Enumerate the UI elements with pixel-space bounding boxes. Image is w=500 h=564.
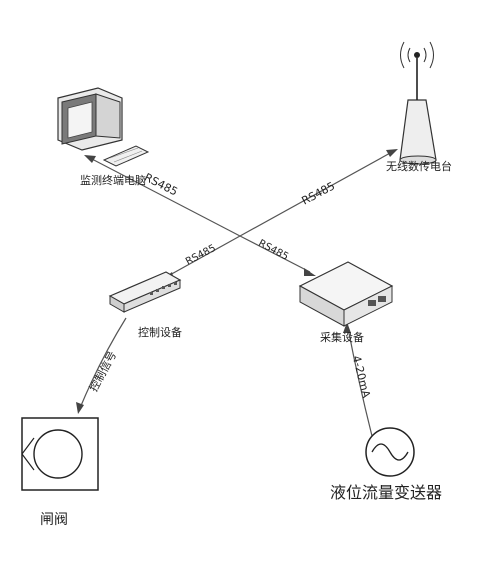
line-to-control [167, 235, 241, 277]
arrow-acquisition [304, 268, 316, 276]
computer-icon [57, 87, 150, 167]
gate-valve-label: 闸阀 [40, 512, 68, 528]
radio-label: 无线数传电台 [386, 159, 452, 173]
link-label-control-to-valve: 控制信号 [86, 348, 119, 393]
transmitter-label: 液位流量变送器 [330, 483, 442, 502]
arrow-valve [76, 402, 84, 414]
link-label-control: RS485 [184, 243, 218, 268]
line-control-to-valve [79, 317, 127, 409]
control-device-icon [108, 271, 182, 313]
control-device-label: 控制设备 [138, 325, 182, 339]
link-label-transmitter: 4-20mA [350, 354, 373, 400]
link-label-radio: RS485 [300, 179, 338, 207]
link-label-acquisition: RS485 [256, 238, 290, 263]
gate-valve-icon [21, 417, 99, 491]
computer-label: 监测终端电脑 [80, 173, 146, 187]
connection-lines [79, 151, 393, 437]
line-to-radio [239, 151, 393, 237]
line-transmitter-to-acq [347, 327, 373, 437]
arrow-radio [386, 149, 398, 157]
acquisition-device-label: 采集设备 [320, 330, 364, 344]
transmitter-icon [365, 427, 415, 477]
acquisition-device-icon [298, 261, 394, 327]
radio-antenna-icon [399, 41, 437, 165]
line-to-pc [89, 157, 241, 237]
line-to-acquisition [239, 235, 311, 273]
arrow-acq-bottom [343, 322, 351, 333]
arrow-pc [84, 155, 96, 163]
